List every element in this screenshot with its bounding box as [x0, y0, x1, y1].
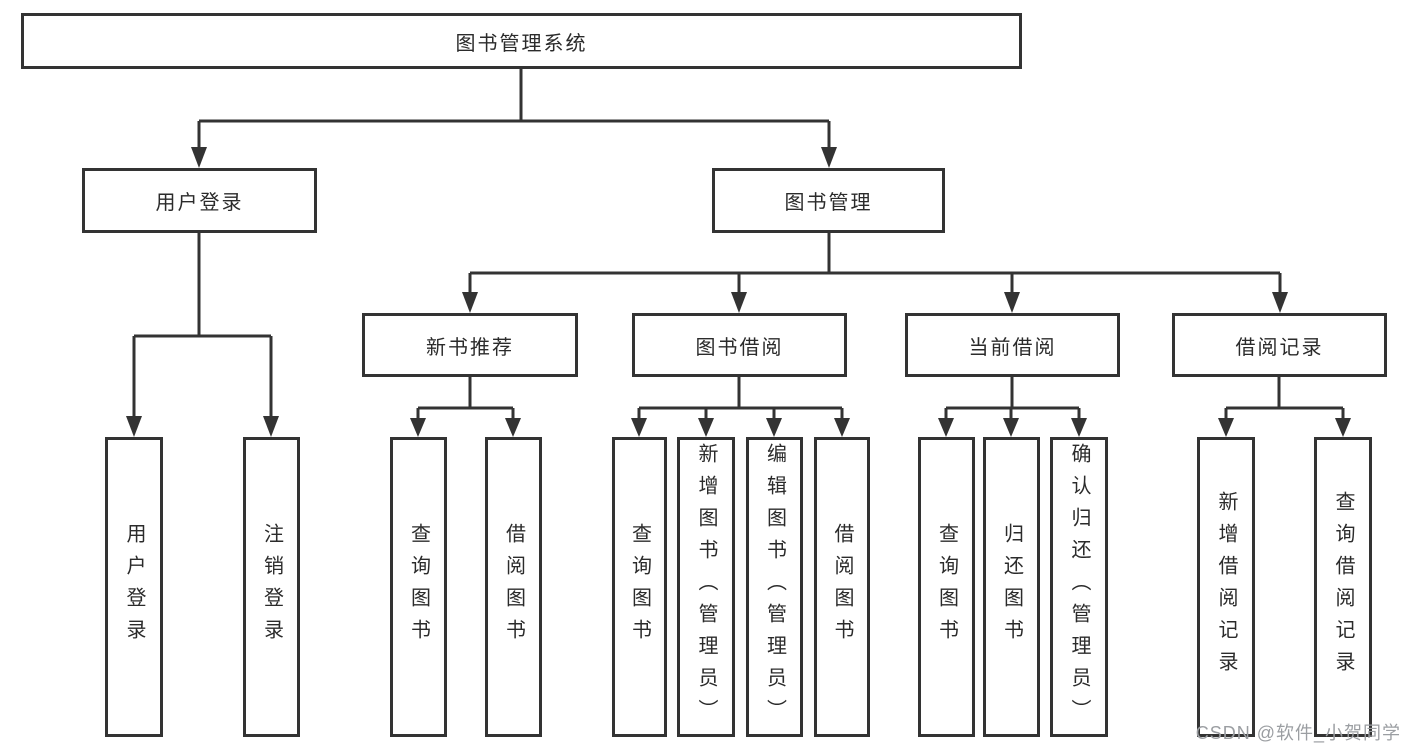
leaf-nbr-query-books-label: 查询图书 — [407, 523, 430, 651]
leaf-br-add-record: 新增借阅记录 — [1197, 437, 1255, 737]
leaf-br-add-record-label: 新增借阅记录 — [1215, 491, 1237, 683]
leaf-bb-edit-book-admin-label: 编辑图书（管理员） — [763, 443, 786, 731]
leaf-br-query-record-label: 查询借阅记录 — [1332, 491, 1354, 683]
leaf-nbr-borrow-books-label: 借阅图书 — [502, 523, 525, 651]
leaf-bb-query-books-label: 查询图书 — [628, 523, 651, 651]
node-book-management: 图书管理 — [712, 168, 945, 233]
leaf-bb-query-books: 查询图书 — [612, 437, 667, 737]
node-borrowing-records: 借阅记录 — [1172, 313, 1387, 377]
csdn-watermark: CSDN @软件_小贺同学 — [1195, 723, 1401, 743]
node-user-login: 用户登录 — [82, 168, 317, 233]
leaf-nbr-borrow-books: 借阅图书 — [485, 437, 542, 737]
leaf-cb-return-books: 归还图书 — [983, 437, 1040, 737]
leaf-cb-query-books-label: 查询图书 — [935, 523, 958, 651]
leaf-logout: 注销登录 — [243, 437, 300, 737]
leaf-bb-add-book-admin-label: 新增图书（管理员） — [695, 443, 717, 731]
leaf-logout-label: 注销登录 — [260, 523, 283, 651]
leaf-br-query-record: 查询借阅记录 — [1314, 437, 1372, 737]
leaf-bb-borrow-books-label: 借阅图书 — [831, 523, 853, 651]
leaf-cb-confirm-return-admin: 确认归还（管理员） — [1050, 437, 1108, 737]
leaf-cb-return-books-label: 归还图书 — [1000, 523, 1023, 651]
leaf-cb-query-books: 查询图书 — [918, 437, 975, 737]
leaf-bb-borrow-books: 借阅图书 — [814, 437, 870, 737]
node-new-book-recommend: 新书推荐 — [362, 313, 578, 377]
leaf-cb-confirm-return-admin-label: 确认归还（管理员） — [1068, 443, 1090, 731]
leaf-bb-edit-book-admin: 编辑图书（管理员） — [746, 437, 803, 737]
leaf-user-login-label: 用户登录 — [123, 523, 145, 651]
node-book-borrowing: 图书借阅 — [632, 313, 847, 377]
leaf-bb-add-book-admin: 新增图书（管理员） — [677, 437, 735, 737]
leaf-nbr-query-books: 查询图书 — [390, 437, 447, 737]
node-library-system: 图书管理系统 — [21, 13, 1022, 69]
node-current-borrowing: 当前借阅 — [905, 313, 1120, 377]
leaf-user-login: 用户登录 — [105, 437, 163, 737]
